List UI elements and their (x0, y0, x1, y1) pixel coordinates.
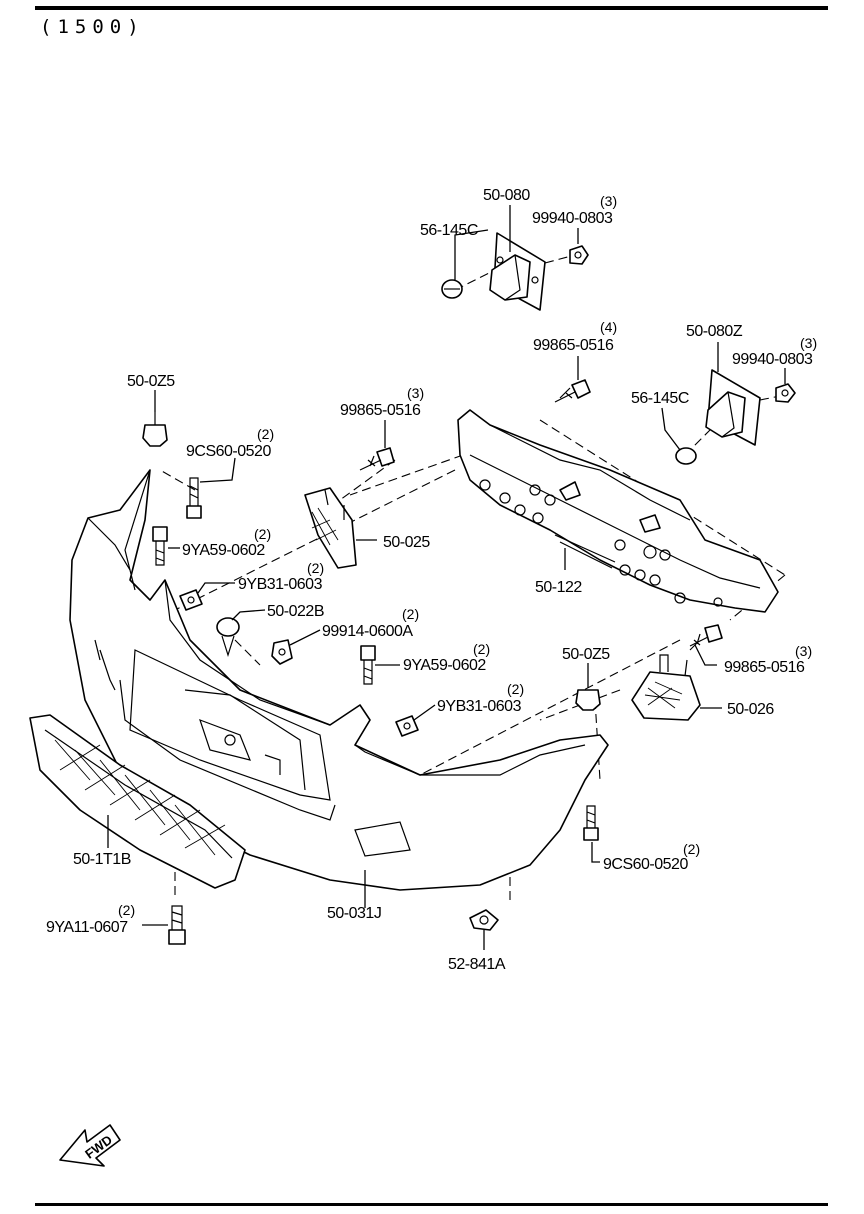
qty-99940-0803-top: (3) (600, 193, 617, 209)
clip-99914-0600a (271, 639, 293, 665)
clip-52-841a (469, 909, 499, 931)
fastener-50-0z5-right (575, 689, 601, 711)
qty-9cs60-0520-right: (2) (683, 841, 700, 857)
label-9yb31-0603-left: 9YB31-0603 (238, 576, 323, 593)
label-52-841a: 52-841A (448, 956, 506, 973)
label-50-031j: 50-031J (327, 905, 381, 922)
bolt-9cs60-0520-left (186, 477, 202, 519)
screw-99865-0516-a (554, 379, 591, 403)
label-50-022b: 50-022B (267, 603, 324, 620)
label-50-0z5-left: 50-0Z5 (127, 373, 175, 390)
label-50-0z5-right: 50-0Z5 (562, 646, 610, 663)
screw-99865-0516-b (359, 447, 395, 471)
qty-9ya59-0602-left: (2) (254, 526, 271, 542)
label-9ya59-0602-left: 9YA59-0602 (182, 542, 265, 559)
qty-99940-0803-right: (3) (800, 335, 817, 351)
nut-9yb31-0603-left (179, 589, 203, 611)
bracket-50-025 (304, 487, 357, 569)
label-99940-0803-right: 99940-0803 (732, 351, 813, 368)
callout-labels: 50-080 56-145C (3) 99940-0803 (4) 99865-… (46, 187, 817, 973)
diagram-code: (1500) (40, 16, 145, 38)
label-50-025: 50-025 (383, 534, 430, 551)
label-50-080: 50-080 (483, 187, 530, 204)
reinforcement-50-122 (457, 409, 779, 613)
label-99914-0600a: 99914-0600A (322, 623, 413, 640)
label-50-1t1b: 50-1T1B (73, 851, 131, 868)
fastener-50-0z5-left (142, 412, 168, 447)
label-99865-0516-b: 99865-0516 (340, 402, 421, 419)
qty-9cs60-0520-left: (2) (257, 426, 274, 442)
qty-99865-0516-b: (3) (407, 385, 424, 401)
grille-50-1t1b (29, 714, 246, 889)
qty-9ya59-0602-mid: (2) (473, 641, 490, 657)
qty-9yb31-0603-mid: (2) (507, 681, 524, 697)
qty-99865-0516-a: (4) (600, 319, 617, 335)
label-9cs60-0520-left: 9CS60-0520 (186, 443, 271, 460)
clip-56-145c-right (675, 447, 697, 465)
label-99865-0516-c: 99865-0516 (724, 659, 805, 676)
label-9ya11-0607: 9YA11-0607 (46, 919, 128, 936)
bracket-50-080 (489, 232, 546, 311)
qty-9ya11-0607: (2) (118, 902, 135, 918)
clip-56-145c-top (441, 279, 463, 299)
label-50-080z: 50-080Z (686, 323, 743, 340)
clip-50-022b (216, 617, 240, 657)
label-9cs60-0520-right: 9CS60-0520 (603, 856, 688, 873)
bolt-9cs60-0520-right (583, 805, 599, 841)
label-9ya59-0602-mid: 9YA59-0602 (403, 657, 486, 674)
qty-99865-0516-c: (3) (795, 643, 812, 659)
label-56-145c-top: 56-145C (420, 222, 478, 239)
bottom-rule (35, 1203, 828, 1206)
qty-99914-0600a: (2) (402, 606, 419, 622)
nut-9yb31-0603-mid (395, 715, 419, 737)
screw-99865-0516-c (689, 624, 723, 647)
bracket-50-026 (631, 654, 701, 721)
fwd-arrow-icon: FWD (59, 1124, 121, 1167)
bolt-9ya59-0602-left (152, 526, 168, 566)
label-50-122: 50-122 (535, 579, 582, 596)
nut-99940-0803-top (569, 245, 589, 265)
leader-lines (107, 205, 786, 950)
bolt-9ya11-0607 (168, 905, 186, 945)
bracket-50-080z (705, 369, 761, 446)
label-9yb31-0603-mid: 9YB31-0603 (437, 698, 522, 715)
label-56-145c-right: 56-145C (631, 390, 689, 407)
qty-9yb31-0603-left: (2) (307, 560, 324, 576)
label-99865-0516-a: 99865-0516 (533, 337, 614, 354)
nut-99940-0803-right (775, 383, 796, 403)
label-99940-0803-top: 99940-0803 (532, 210, 613, 227)
top-rule (35, 6, 828, 10)
label-50-026: 50-026 (727, 701, 774, 718)
bolt-9ya59-0602-mid (360, 645, 376, 685)
